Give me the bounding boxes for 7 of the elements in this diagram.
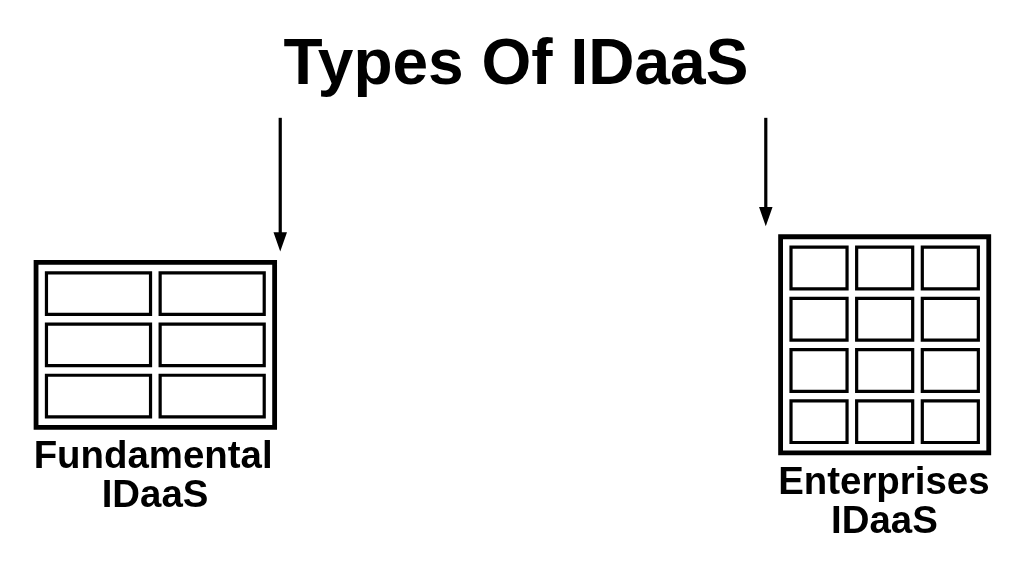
- node-text: Types Of IDaaS: [283, 25, 749, 98]
- arrow: [759, 117, 773, 226]
- arrow: [273, 117, 287, 252]
- node-label: Enterprises IDaaS: [778, 458, 990, 540]
- picture: [33, 259, 278, 430]
- node-label: Fundamental IDaaS: [33, 432, 273, 515]
- picture: [778, 233, 992, 455]
